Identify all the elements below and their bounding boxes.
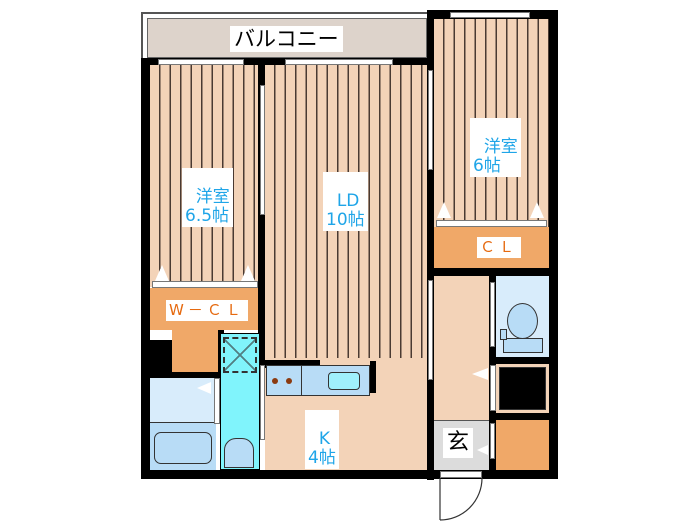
sliding-door-left-ld[interactable] <box>260 85 265 215</box>
entrance-label: 玄 <box>443 428 474 458</box>
washroom-sliding-door[interactable] <box>260 365 265 440</box>
wcl-wall-block <box>150 340 172 373</box>
door-marker <box>477 445 488 455</box>
closet-door-marker <box>155 265 169 281</box>
room-size: 4帖 <box>308 448 336 468</box>
room-name: K <box>318 429 330 449</box>
sink[interactable] <box>328 372 360 390</box>
storage-orange <box>496 420 549 470</box>
kitchen-counter-wall <box>265 360 320 368</box>
balcony-label: バルコニー <box>230 26 343 52</box>
wall-ld-right <box>427 10 434 480</box>
room-name: 洋室 <box>195 187 230 207</box>
room-size: 6帖 <box>473 156 501 176</box>
bathtub[interactable] <box>154 432 212 464</box>
walk-in-closet-lower <box>172 330 218 372</box>
window-left-room[interactable] <box>158 59 244 65</box>
window-right-room[interactable] <box>450 12 530 18</box>
outer-wall-left <box>141 58 150 478</box>
toilet-door[interactable] <box>490 282 495 347</box>
hallway <box>434 276 490 420</box>
toilet-bowl[interactable] <box>507 303 538 339</box>
stove[interactable] <box>266 365 302 396</box>
window-ld[interactable] <box>285 59 393 65</box>
outer-wall-bottom <box>141 470 557 479</box>
closet-label: ＣＬ <box>477 237 522 258</box>
room-name: LD <box>336 191 360 211</box>
kitchen-counter-end <box>370 361 376 393</box>
closet-door-marker <box>437 202 451 218</box>
door-marker <box>197 382 211 394</box>
sliding-door-hall[interactable] <box>428 280 433 380</box>
wcl-wall-bottom <box>150 372 220 378</box>
closet-door-marker <box>530 202 544 218</box>
storage-door[interactable] <box>490 365 496 411</box>
wash-basin[interactable] <box>224 438 254 468</box>
storage-wall-bottom <box>496 413 556 420</box>
toilet-tank <box>503 338 543 353</box>
outer-wall-right <box>549 10 558 479</box>
front-door-threshold <box>440 471 482 478</box>
burner-icon <box>272 378 278 384</box>
closet-wall-bottom <box>427 268 558 276</box>
closet-door-left-room[interactable] <box>152 281 258 288</box>
sliding-door-right-room[interactable] <box>428 70 433 170</box>
room-size: 6.5帖 <box>185 206 230 226</box>
burner-icon <box>286 378 292 384</box>
room-name: 洋室 <box>483 137 518 157</box>
room-size: 10帖 <box>326 210 365 230</box>
washing-machine-x <box>223 337 257 373</box>
closet-door-right-room[interactable] <box>436 220 547 227</box>
wall-left-ld <box>258 65 265 365</box>
door-marker <box>472 368 488 380</box>
shoe-storage-inner <box>499 367 546 410</box>
front-door-swing[interactable] <box>438 476 488 524</box>
entrance-inner-door[interactable] <box>490 423 495 459</box>
toilet-wall-bottom <box>496 357 556 364</box>
toilet-paper <box>500 329 507 340</box>
closet-door-marker <box>241 265 255 281</box>
bathroom-door[interactable] <box>214 378 220 424</box>
walk-in-closet-label: W－ＣＬ <box>166 300 248 321</box>
